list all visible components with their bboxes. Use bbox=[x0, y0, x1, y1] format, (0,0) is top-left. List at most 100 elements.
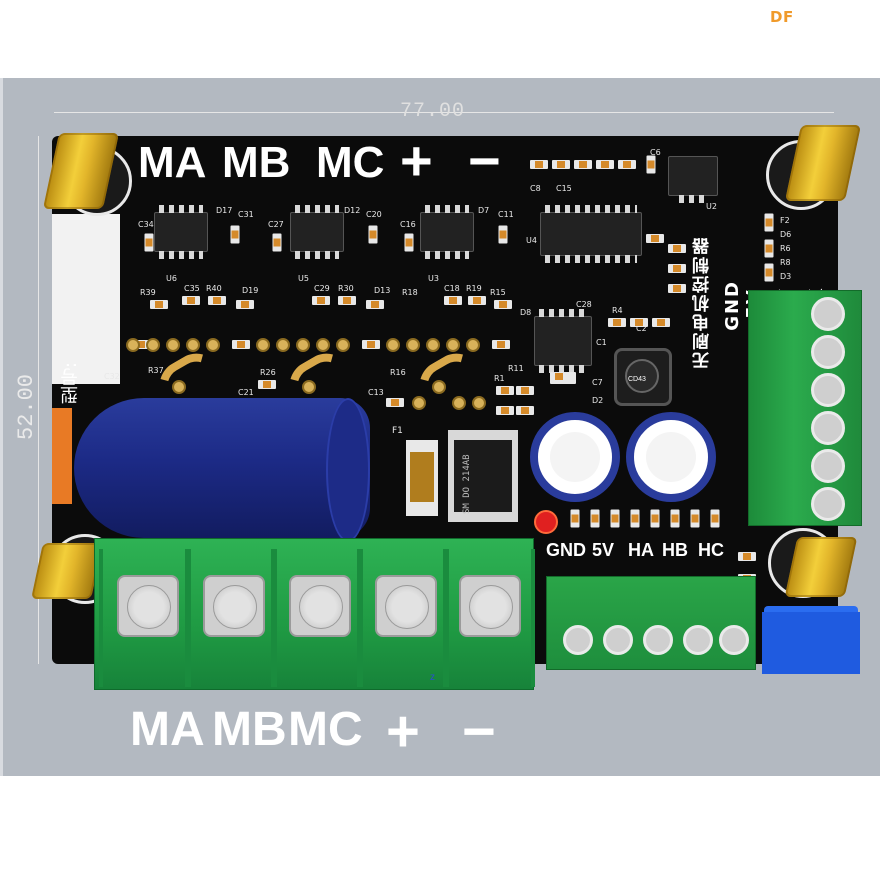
silk-c29: C29 bbox=[314, 284, 330, 293]
hall-label-hc: HC bbox=[698, 540, 724, 560]
silk-f2: F2 bbox=[780, 216, 790, 225]
silk-r37: R37 bbox=[148, 366, 164, 375]
smd-resistor bbox=[552, 160, 570, 169]
top-label-mc: MC bbox=[316, 138, 385, 187]
smd-resistor bbox=[516, 406, 534, 415]
pad bbox=[126, 338, 140, 352]
smd-resistor bbox=[764, 213, 774, 232]
silk-u4: U4 bbox=[526, 236, 537, 245]
inductor-marking: CD43 bbox=[628, 376, 646, 383]
connector-pin-icon bbox=[643, 625, 673, 655]
potentiometer bbox=[762, 612, 860, 674]
smd-resistor bbox=[232, 340, 250, 349]
smd-capacitor bbox=[230, 225, 240, 244]
smd-resistor bbox=[492, 340, 510, 349]
pad bbox=[446, 338, 460, 352]
smd-resistor bbox=[444, 296, 462, 305]
smd-resistor bbox=[764, 263, 774, 282]
smd-resistor bbox=[668, 284, 686, 293]
silk-c18: C18 bbox=[444, 284, 460, 293]
smd-resistor bbox=[630, 318, 648, 327]
silk-c16: C16 bbox=[400, 220, 416, 229]
top-label-mb: MB bbox=[222, 138, 291, 187]
smd-resistor bbox=[516, 386, 534, 395]
height-dimension-line bbox=[38, 136, 39, 664]
controller-title-cn: 无刷电机控制器 bbox=[693, 236, 713, 369]
smd-capacitor bbox=[272, 233, 282, 252]
silk-d6: D6 bbox=[780, 230, 792, 239]
smd-resistor bbox=[650, 509, 660, 528]
smd-resistor bbox=[494, 300, 512, 309]
smd-resistor bbox=[596, 160, 614, 169]
smd-resistor bbox=[574, 160, 592, 169]
silk-c1: C1 bbox=[596, 338, 607, 347]
smd-resistor bbox=[236, 300, 254, 309]
electrolytic-capacitor-1 bbox=[530, 412, 620, 502]
bottom-label-mb: MB bbox=[212, 703, 287, 756]
silk-r39: R39 bbox=[140, 288, 156, 297]
fuse-f1 bbox=[406, 440, 438, 516]
silk-u2: U2 bbox=[706, 202, 717, 211]
screw-icon bbox=[117, 575, 179, 637]
standoff-top-right bbox=[766, 125, 862, 210]
pcb-white-patch bbox=[52, 214, 120, 384]
smd-resistor bbox=[668, 244, 686, 253]
screw-icon bbox=[289, 575, 351, 637]
width-dimension-label: 77.00 bbox=[400, 100, 466, 123]
pad bbox=[166, 338, 180, 352]
silk-d3: D3 bbox=[780, 272, 792, 281]
smd-resistor bbox=[312, 296, 330, 305]
silk-d7: D7 bbox=[478, 206, 490, 215]
brass-standoff-icon bbox=[31, 543, 103, 599]
model-label: 型号: bbox=[60, 362, 81, 405]
screw-terminal-icon bbox=[811, 449, 845, 483]
screw-icon bbox=[375, 575, 437, 637]
smd-resistor bbox=[710, 509, 720, 528]
smd-resistor bbox=[208, 296, 226, 305]
silk-r8: R8 bbox=[780, 258, 791, 267]
pad bbox=[466, 338, 480, 352]
top-label-plus: + bbox=[400, 129, 433, 192]
control-terminal bbox=[748, 290, 862, 526]
top-label-ma: MA bbox=[138, 138, 207, 187]
pad bbox=[276, 338, 290, 352]
backdrop-edge bbox=[0, 78, 3, 776]
smd-resistor bbox=[496, 406, 514, 415]
smd-resistor bbox=[610, 509, 620, 528]
tvs-diode bbox=[448, 430, 518, 522]
silk-c32: C32 bbox=[104, 372, 120, 381]
silk-c15: C15 bbox=[556, 184, 572, 193]
smd-resistor bbox=[738, 552, 756, 561]
silk-r19: R19 bbox=[466, 284, 482, 293]
smd-resistor bbox=[150, 300, 168, 309]
silk-r11: R11 bbox=[508, 364, 524, 373]
smd-resistor bbox=[132, 340, 150, 349]
bottom-label-ma: MA bbox=[130, 703, 205, 756]
smd-resistor bbox=[670, 509, 680, 528]
connector-pin-icon bbox=[603, 625, 633, 655]
hall-connector bbox=[546, 576, 756, 670]
pad bbox=[472, 396, 486, 410]
silk-r40: R40 bbox=[206, 284, 222, 293]
width-dimension-line bbox=[54, 112, 834, 113]
screw-terminal-icon bbox=[811, 411, 845, 445]
smd-capacitor bbox=[404, 233, 414, 252]
smd-resistor bbox=[362, 340, 380, 349]
smd-resistor bbox=[386, 398, 404, 407]
driver-chip-3 bbox=[420, 205, 474, 259]
silk-u3: U3 bbox=[428, 274, 439, 283]
silk-c28: C28 bbox=[576, 300, 592, 309]
silk-c2: C2 bbox=[636, 324, 647, 333]
smd-resistor bbox=[646, 155, 656, 174]
driver-chip-1 bbox=[154, 205, 208, 259]
pad bbox=[386, 338, 400, 352]
silk-u6: U6 bbox=[166, 274, 177, 283]
pad bbox=[296, 338, 310, 352]
smd-resistor bbox=[468, 296, 486, 305]
regulator-chip-u2 bbox=[668, 156, 718, 203]
silk-c20: C20 bbox=[366, 210, 382, 219]
height-dimension-label: 52.00 bbox=[14, 373, 39, 440]
top-label-minus: − bbox=[468, 129, 501, 192]
bottom-label-minus: − bbox=[462, 699, 496, 764]
smd-resistor bbox=[764, 239, 774, 258]
